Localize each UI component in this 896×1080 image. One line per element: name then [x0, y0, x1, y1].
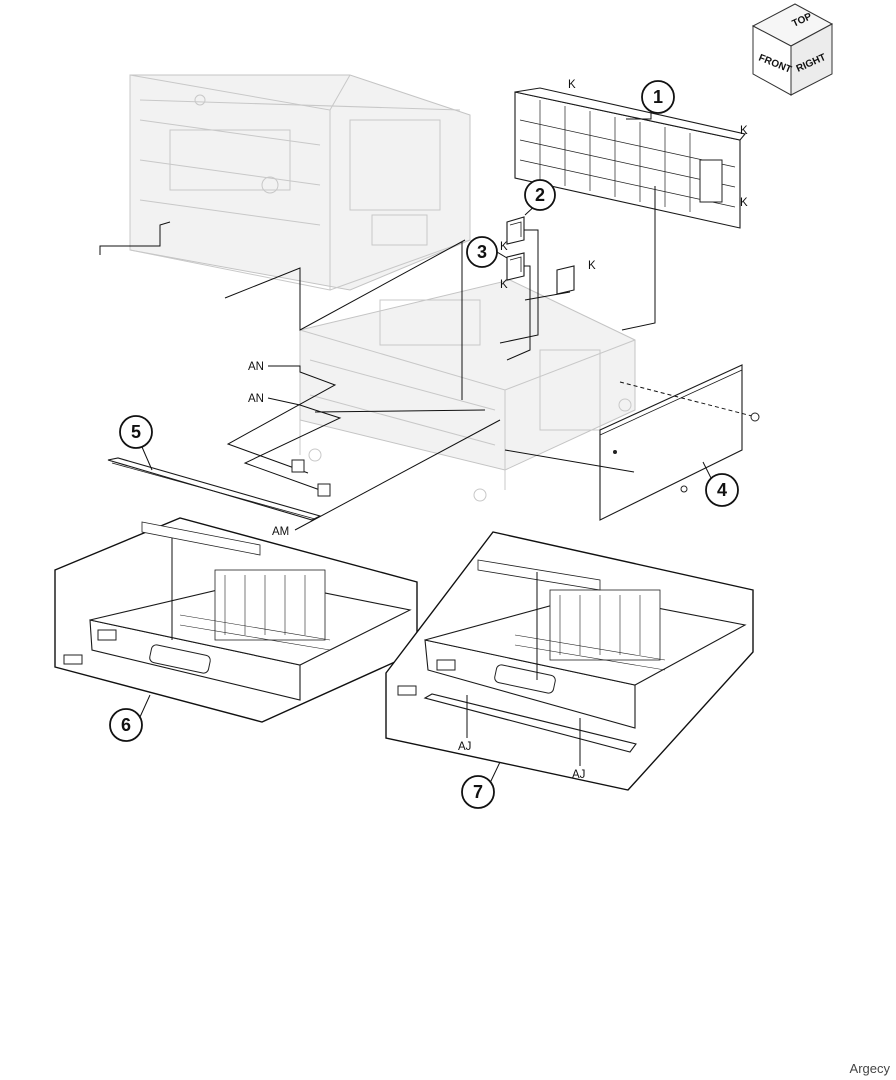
callout-1: 1 — [641, 80, 675, 114]
label-aj-1: AJ — [458, 741, 471, 753]
label-k-5: K — [500, 279, 508, 291]
callout-1-number: 1 — [653, 87, 663, 107]
rear-cover-panel — [514, 87, 746, 331]
an-leaders — [226, 365, 486, 497]
callout-7: 7 — [461, 775, 495, 809]
hinge-bracket-3 — [496, 251, 531, 361]
callout-5: 5 — [119, 415, 153, 449]
callout-6: 6 — [109, 708, 143, 742]
right-side-panel — [504, 364, 760, 521]
label-k-4: K — [500, 241, 508, 253]
guide-lines-top — [99, 221, 466, 400]
callout-4: 4 — [705, 473, 739, 507]
label-k-2: K — [740, 125, 748, 137]
callout-3: 3 — [466, 236, 498, 268]
label-an-1: AN — [248, 361, 264, 373]
hinge-bracket-2 — [499, 202, 539, 344]
front-rail — [107, 419, 501, 531]
label-k-1: K — [568, 79, 576, 91]
callout-3-number: 3 — [477, 242, 487, 262]
paper-tray-7-box — [385, 531, 754, 791]
callout-5-number: 5 — [131, 422, 141, 442]
printer-body-ghost — [129, 74, 471, 291]
callout-7-number: 7 — [473, 782, 483, 802]
orientation-cube: TOP FRONT RIGHT — [751, 3, 834, 96]
callout-2: 2 — [524, 179, 556, 211]
label-k-6: K — [588, 260, 596, 272]
callout-4-number: 4 — [717, 480, 727, 500]
label-aj-2: AJ — [572, 769, 585, 781]
paper-tray-6-box — [54, 517, 418, 723]
feeder-bracket — [524, 265, 575, 301]
feeder-base-ghost — [299, 279, 636, 502]
label-an-2: AN — [248, 393, 264, 405]
watermark: Argecy — [849, 1061, 890, 1076]
label-am: AM — [272, 526, 289, 538]
callout-2-number: 2 — [535, 185, 545, 205]
label-k-3: K — [740, 197, 748, 209]
callout-6-number: 6 — [121, 715, 131, 735]
